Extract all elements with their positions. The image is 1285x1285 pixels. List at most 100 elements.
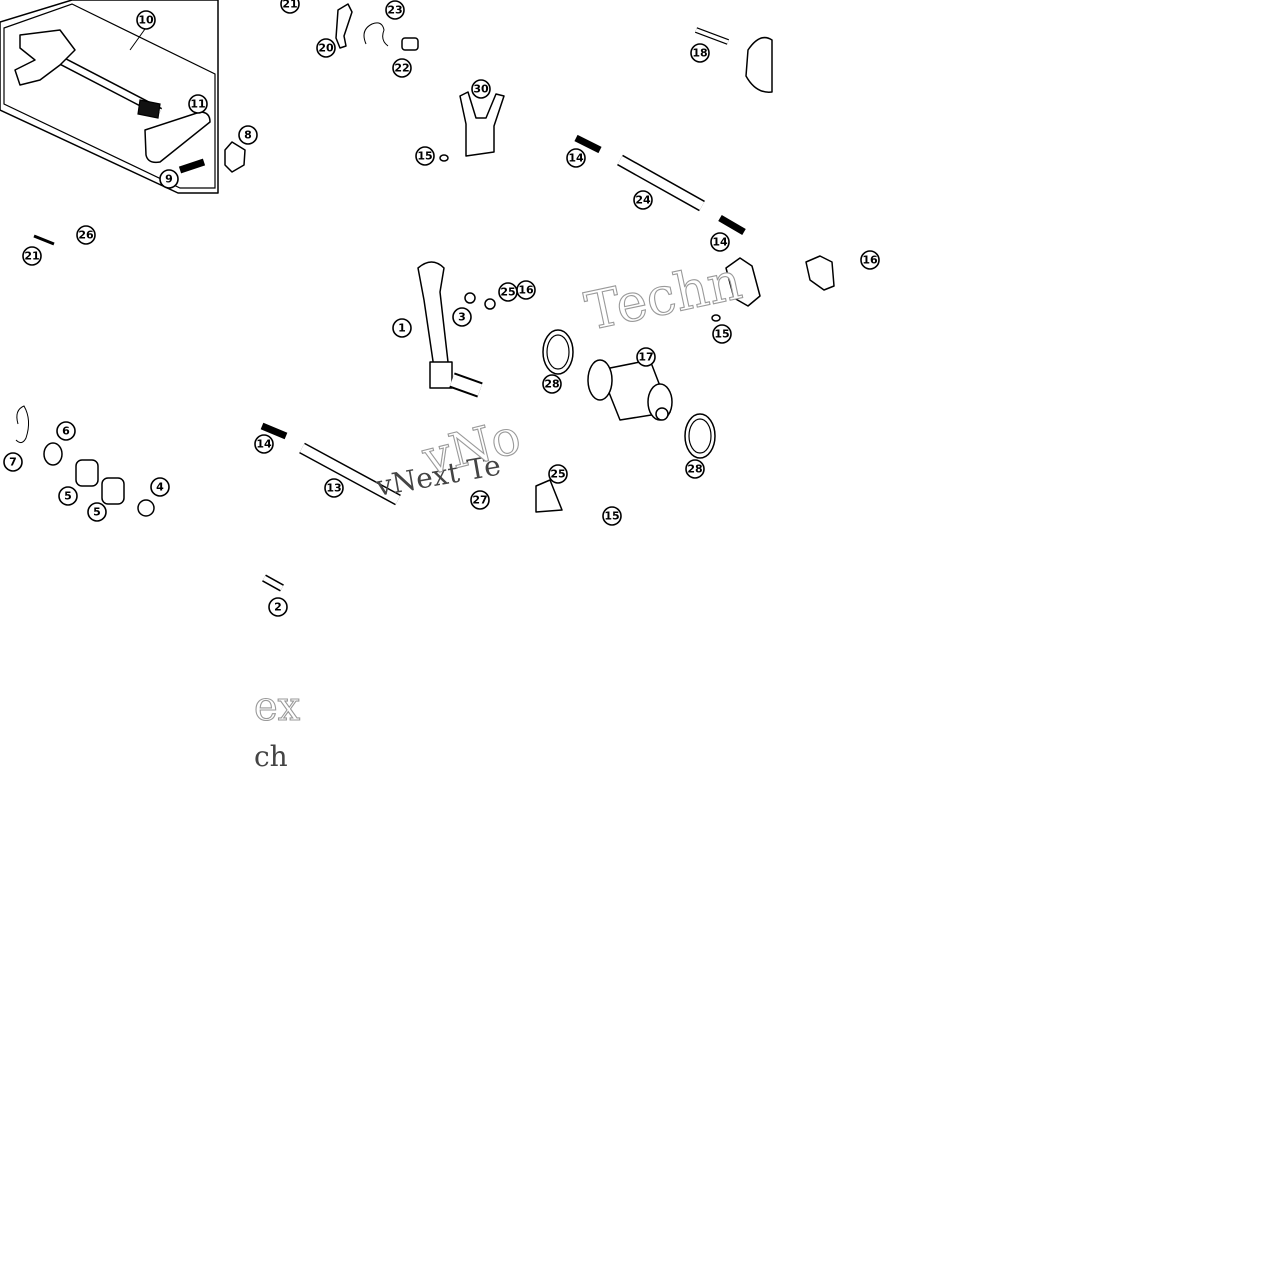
shaft-13-body xyxy=(299,444,401,504)
callout-number: 16 xyxy=(862,254,878,267)
callout-circle xyxy=(690,43,710,63)
tile-lower xyxy=(262,574,284,592)
callout-9: 9 xyxy=(159,169,179,189)
callout-circle xyxy=(452,307,472,327)
callout-18: 18 xyxy=(690,43,710,63)
tile-top-center xyxy=(335,3,505,162)
callout-28: 28 xyxy=(542,374,562,394)
callout-3: 3 xyxy=(452,307,472,327)
callout-circle xyxy=(636,347,656,367)
inset-frame-inner xyxy=(3,3,216,189)
callout-15: 15 xyxy=(712,324,732,344)
callout-14: 14 xyxy=(710,232,730,252)
callout-circle xyxy=(280,0,300,14)
callout-21: 21 xyxy=(280,0,300,14)
callout-number: 5 xyxy=(93,506,101,519)
callout-10: 10 xyxy=(136,10,156,30)
callout-number: 8 xyxy=(244,129,252,142)
callout-circle xyxy=(471,79,491,99)
tile-top-right xyxy=(574,27,773,236)
tile-center xyxy=(260,255,835,513)
callout-20: 20 xyxy=(316,38,336,58)
callout-circle xyxy=(22,246,42,266)
callout-circle xyxy=(58,486,78,506)
callout-8: 8 xyxy=(238,125,258,145)
callout-number: 4 xyxy=(156,481,164,494)
drum-end-left xyxy=(587,359,613,401)
callout-circle xyxy=(159,169,179,189)
callout-26: 26 xyxy=(76,225,96,245)
spring-14-left xyxy=(260,422,288,440)
callout-4: 4 xyxy=(150,477,170,497)
callout-16: 16 xyxy=(860,250,880,270)
callout-number: 30 xyxy=(473,83,489,96)
callout-circle xyxy=(87,502,107,522)
fork-25 xyxy=(535,479,563,513)
callout-circle xyxy=(498,282,518,302)
shift-lever-1 xyxy=(417,261,449,369)
callout-number: 14 xyxy=(712,236,728,249)
shift-shaft-inset xyxy=(0,0,246,194)
callout-number: 25 xyxy=(500,286,515,299)
callout-circle xyxy=(188,94,208,114)
callout-2: 2 xyxy=(268,597,288,617)
callout-circle xyxy=(3,452,23,472)
callout-number: 23 xyxy=(387,4,402,17)
gear-drum-edge xyxy=(745,36,773,93)
callout-circle xyxy=(712,324,732,344)
callout-25: 25 xyxy=(548,464,568,484)
callout-number: 26 xyxy=(78,229,94,242)
callout-15: 15 xyxy=(415,146,435,166)
tile-gap-left xyxy=(0,255,250,395)
callout-15: 15 xyxy=(602,506,622,526)
callout-number: 28 xyxy=(687,463,702,476)
callout-number: 14 xyxy=(568,152,584,165)
callout-27: 27 xyxy=(470,490,490,510)
washer-6 xyxy=(43,442,63,466)
callout-number: 14 xyxy=(256,438,272,451)
callout-number: 11 xyxy=(190,98,205,111)
clip-8 xyxy=(224,141,246,173)
callout-circle xyxy=(76,225,96,245)
callout-circle xyxy=(238,125,258,145)
shift-arm xyxy=(14,29,76,86)
watermark-vno: vNo xyxy=(416,409,526,487)
callout-circle xyxy=(602,506,622,526)
callout-number: 18 xyxy=(692,47,707,60)
callout-circle xyxy=(324,478,344,498)
callout-number: 24 xyxy=(635,194,651,207)
callout-number: 3 xyxy=(458,311,466,324)
callout-22: 22 xyxy=(392,58,412,78)
watermark-ch: ch xyxy=(254,740,288,773)
callout-17: 17 xyxy=(636,347,656,367)
callout-24: 24 xyxy=(633,190,653,210)
bearing-28-left xyxy=(542,329,574,375)
pin-15-top xyxy=(439,154,449,162)
spring-23 xyxy=(363,22,389,47)
callout-number: 20 xyxy=(318,42,334,55)
callout-5: 5 xyxy=(58,486,78,506)
shift-lever-pivot xyxy=(429,361,453,389)
callout-circle xyxy=(566,148,586,168)
callout-7: 7 xyxy=(3,452,23,472)
bearing-28-right xyxy=(684,413,716,459)
callout-6: 6 xyxy=(56,421,76,441)
washer-3b xyxy=(484,298,496,310)
callout-5: 5 xyxy=(87,502,107,522)
spring-14-right xyxy=(718,214,746,236)
callout-11: 11 xyxy=(188,94,208,114)
callout-circle xyxy=(470,490,490,510)
callout-28: 28 xyxy=(685,459,705,479)
callout-circle xyxy=(385,0,405,20)
shaft-spline xyxy=(137,99,161,119)
callout-number: 25 xyxy=(550,468,565,481)
callout-number: 10 xyxy=(138,14,154,27)
callout-circle xyxy=(548,464,568,484)
shaft-24-body xyxy=(617,156,705,210)
fork-30 xyxy=(459,91,505,157)
callout-21: 21 xyxy=(22,246,42,266)
callout-30: 30 xyxy=(471,79,491,99)
fork-right xyxy=(725,257,761,307)
callout-number: 22 xyxy=(394,62,409,75)
